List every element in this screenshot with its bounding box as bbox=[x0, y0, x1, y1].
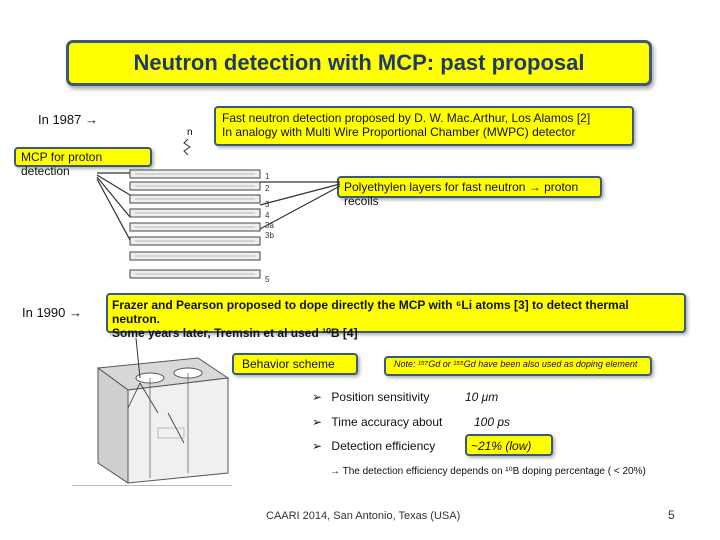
diagram-label-2: 2 bbox=[265, 184, 270, 193]
property-name: Time accuracy about bbox=[331, 415, 443, 429]
title-banner: Neutron detection with MCP: past proposa… bbox=[66, 40, 652, 86]
property-value: 10 μm bbox=[465, 390, 499, 404]
macarthur-line-2: In analogy with Multi Wire Proportional … bbox=[222, 125, 576, 139]
polyethylen-label-box: Polyethylen layers for fast neutron → pr… bbox=[337, 176, 602, 208]
diagram-label-5: 5 bbox=[265, 275, 270, 284]
property-name: Detection efficiency bbox=[331, 439, 436, 453]
page-number: 5 bbox=[668, 508, 675, 522]
diagram-label-3b: 3b bbox=[265, 231, 274, 240]
doping-note: Note: ¹⁵⁷Gd or ¹⁵⁵Gd have been also used… bbox=[394, 359, 638, 369]
doping-note-box: Note: ¹⁵⁷Gd or ¹⁵⁵Gd have been also used… bbox=[384, 356, 652, 376]
slide-title: Neutron detection with MCP: past proposa… bbox=[133, 50, 585, 75]
behavior-scheme-label: Behavior scheme bbox=[242, 357, 335, 371]
mcp-proton-label-box: MCP for proton detection bbox=[14, 147, 152, 178]
diagram-label-3a: 3a bbox=[265, 221, 274, 230]
property-name: Position sensitivity bbox=[331, 390, 430, 404]
caption-divider bbox=[72, 485, 232, 486]
frazer-line-2: Some years later, Tremsin et al used ¹⁰B… bbox=[112, 326, 358, 340]
polyethylen-label: Polyethylen layers for fast neutron → pr… bbox=[344, 180, 579, 208]
year-1987-label: In 1987 → bbox=[38, 112, 98, 127]
macarthur-line-1: Fast neutron detection proposed by D. W.… bbox=[222, 111, 591, 125]
behavior-scheme-drawing bbox=[96, 338, 230, 484]
frazer-proposal-box: Frazer and Pearson proposed to dope dire… bbox=[106, 293, 686, 340]
diagram-label-4: 4 bbox=[265, 211, 270, 220]
diagram-label-3: 3 bbox=[265, 200, 270, 209]
property-item: ➢ Time accuracy about bbox=[312, 415, 442, 429]
arrow-bullet-icon: ➢ bbox=[312, 439, 323, 453]
macarthur-proposal-box: Fast neutron detection proposed by D. W.… bbox=[214, 106, 634, 146]
footer-conference: CAARI 2014, San Antonio, Texas (USA) bbox=[266, 510, 461, 522]
year-1990-label: In 1990 → bbox=[22, 305, 82, 320]
behavior-scheme-box: Behavior scheme bbox=[232, 353, 358, 375]
layered-detector-diagram: n 1 2 3 4 3a 3b 5 bbox=[96, 127, 341, 284]
neutron-wave-icon bbox=[183, 138, 191, 156]
mcp-proton-label: MCP for proton detection bbox=[21, 150, 103, 178]
diagram-label-n: n bbox=[187, 127, 193, 138]
efficiency-highlight: ~21% (low) bbox=[465, 434, 553, 456]
diagram-label-1: 1 bbox=[265, 172, 270, 181]
arrow-bullet-icon: ➢ bbox=[312, 415, 323, 429]
property-value: 100 ps bbox=[474, 415, 511, 429]
property-item: ➢ Detection efficiency bbox=[312, 439, 435, 453]
frazer-line-1: Frazer and Pearson proposed to dope dire… bbox=[112, 298, 629, 326]
property-item: ➢ Position sensitivity bbox=[312, 390, 429, 404]
property-value: ~21% (low) bbox=[471, 439, 532, 453]
efficiency-note: → The detection efficiency depends on ¹⁰… bbox=[330, 466, 646, 477]
arrow-bullet-icon: ➢ bbox=[312, 390, 323, 404]
